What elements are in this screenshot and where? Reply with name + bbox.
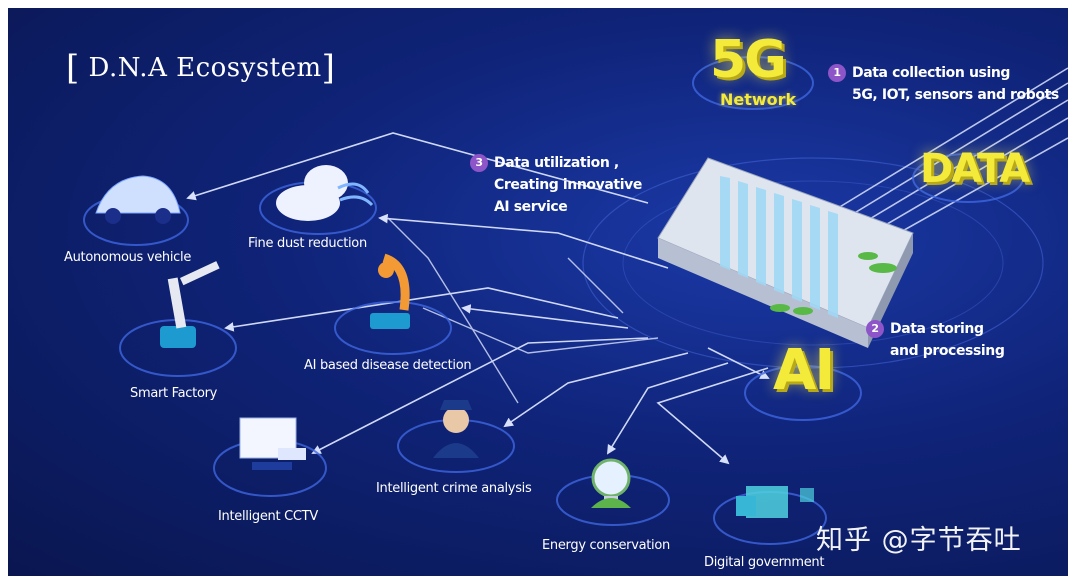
step-2: 2 Data storing and processing bbox=[866, 318, 1005, 362]
badge-5g: 5G bbox=[710, 30, 787, 90]
cctv-icon bbox=[239, 417, 306, 470]
badge-network-label: Network bbox=[720, 90, 797, 109]
step-number-badge: 3 bbox=[470, 154, 488, 172]
microscope-icon bbox=[370, 253, 410, 329]
input-lines bbox=[837, 67, 1068, 257]
step-text: Data collection using bbox=[852, 65, 1011, 81]
service-label-intelligent-cctv: Intelligent CCTV bbox=[218, 509, 318, 524]
cloud-icon bbox=[276, 165, 374, 221]
car-icon bbox=[95, 175, 181, 224]
police-officer-icon bbox=[433, 400, 479, 458]
step-1: 1 Data collection using 5G, IOT, sensors … bbox=[828, 62, 1059, 106]
service-label-digital-government: Digital government bbox=[704, 555, 825, 570]
step-text: 5G, IOT, sensors and robots bbox=[852, 87, 1059, 103]
data-dam-icon bbox=[657, 157, 914, 348]
robot-arm-icon bbox=[160, 261, 220, 348]
step-number-badge: 2 bbox=[866, 320, 884, 338]
service-label-energy-conservation: Energy conservation bbox=[542, 538, 670, 553]
service-label-fine-dust-reduction: Fine dust reduction bbox=[248, 236, 367, 251]
step-text: and processing bbox=[890, 343, 1005, 359]
step-text: Data storing bbox=[890, 321, 984, 337]
service-label-intelligent-crime-analysis: Intelligent crime analysis bbox=[376, 481, 532, 496]
connection-lines bbox=[83, 56, 1068, 545]
step-number-badge: 1 bbox=[828, 64, 846, 82]
service-label-smart-factory: Smart Factory bbox=[130, 386, 218, 401]
output-lines bbox=[186, 132, 770, 465]
step-text: Creating innovative bbox=[494, 177, 642, 193]
badge-ai: AI bbox=[773, 338, 835, 403]
step-text: AI service bbox=[494, 199, 568, 215]
light-bulb-icon bbox=[591, 458, 631, 508]
service-label-autonomous-vehicle: Autonomous vehicle bbox=[64, 250, 192, 265]
diagram-title: [ D.N.A Ecosystem] bbox=[66, 48, 336, 88]
watermark: 知乎 @字节吞吐 bbox=[816, 525, 1022, 556]
service-label-ai-disease-detection: AI based disease detection bbox=[304, 358, 472, 373]
badge-data: DATA bbox=[920, 146, 1030, 192]
step-text: Data utilization , bbox=[494, 155, 619, 171]
data-cubes-icon bbox=[736, 486, 814, 518]
